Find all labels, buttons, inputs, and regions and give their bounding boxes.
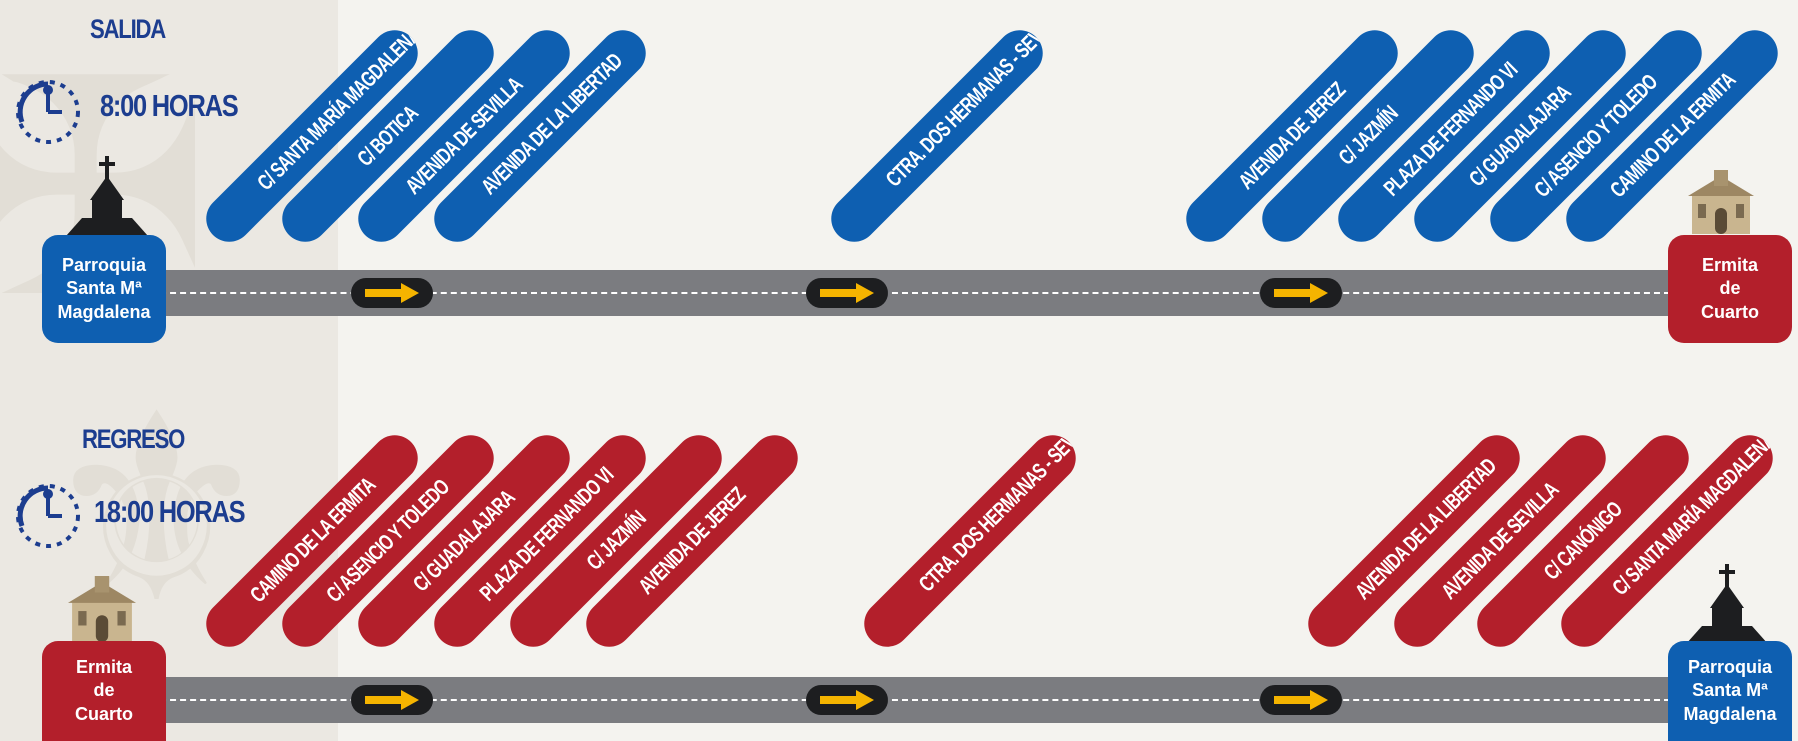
direction-arrow-icon [806,685,888,715]
section-title-return: REGRESO [82,424,184,455]
direction-arrow-icon [351,685,433,715]
start-ermita: Ermita de Cuarto [42,641,166,741]
section-title-outbound: SALIDA [90,14,165,45]
street-label: CTRA. DOS HERMANAS - SEVILLA [855,426,1086,657]
chapel-icon [1688,170,1754,234]
direction-arrow-icon [1260,685,1342,715]
end-parroquia: Parroquia Santa Mª Magdalena [1668,641,1792,741]
start-parroquia: Parroquia Santa Mª Magdalena [42,235,166,343]
church-icon [1686,564,1768,644]
street-label: CTRA. DOS HERMANAS - SEVILLA [822,21,1053,252]
end-ermita: Ermita de Cuarto [1668,235,1792,343]
return-time: 18:00 HORAS [94,494,244,530]
direction-arrow-icon [351,278,433,308]
direction-arrow-icon [1260,278,1342,308]
church-icon [66,156,148,236]
chapel-icon [62,576,142,642]
clock-icon [12,480,84,552]
departure-time: 8:00 HORAS [100,88,237,124]
clock-icon [12,76,84,148]
direction-arrow-icon [806,278,888,308]
